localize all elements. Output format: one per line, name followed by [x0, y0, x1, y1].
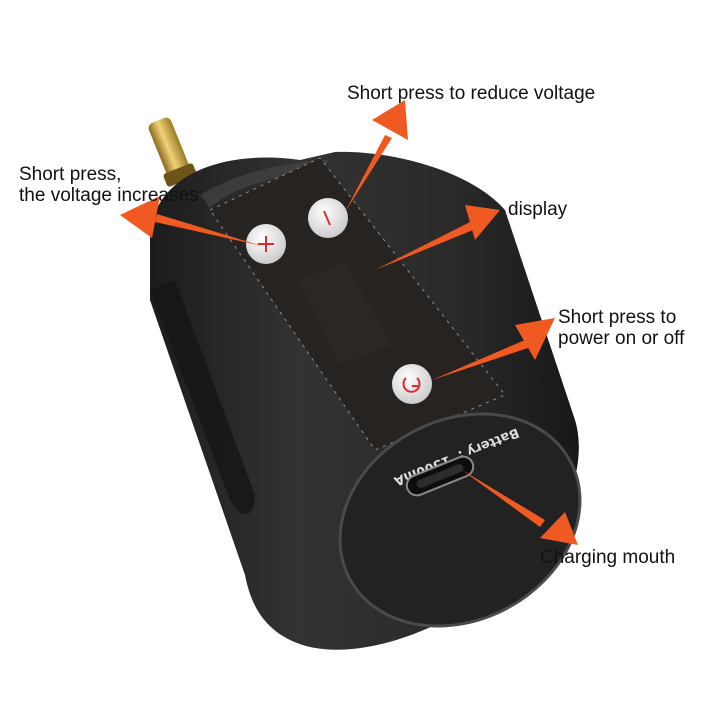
arrow-power	[432, 318, 555, 380]
minus-button[interactable]	[308, 198, 348, 238]
label-display: display	[508, 199, 567, 220]
label-increase-line-2: the voltage increases	[19, 185, 199, 206]
display-window	[298, 262, 392, 365]
end-cap: Battery : 1500mA	[338, 412, 582, 628]
arrow-reduce	[345, 100, 408, 212]
label-display-text: display	[508, 199, 568, 220]
label-power-line-2: power on or off	[558, 328, 685, 349]
power-button[interactable]	[392, 364, 432, 404]
label-increase-line-1: Short press,	[19, 164, 122, 185]
arrow-increase	[120, 196, 262, 246]
rca-connector	[148, 117, 197, 187]
usb-c-port	[405, 455, 475, 497]
arrow-charge	[462, 470, 578, 545]
label-increase-voltage: Short press, the voltage increases	[19, 164, 199, 206]
plus-icon	[258, 236, 274, 252]
label-charge-text: Charging mouth	[540, 547, 676, 568]
label-power: Short press to power on or off	[558, 307, 684, 349]
label-charging-mouth: Charging mouth	[540, 547, 675, 568]
plus-button[interactable]	[246, 224, 286, 264]
power-icon	[402, 377, 421, 393]
arrow-display	[375, 205, 500, 270]
label-reduce-voltage: Short press to reduce voltage	[347, 83, 595, 104]
label-reduce-text: Short press to reduce voltage	[347, 83, 596, 104]
minus-icon	[323, 210, 331, 226]
label-power-line-1: Short press to	[558, 307, 677, 328]
